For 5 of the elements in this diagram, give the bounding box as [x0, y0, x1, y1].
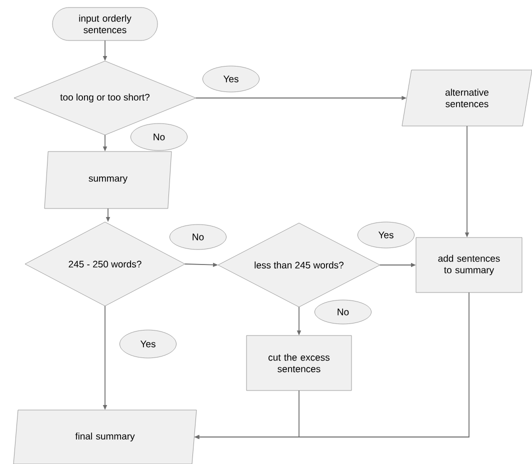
data-parallelogram: final summary — [13, 410, 197, 464]
data-parallelogram: alternative sentences — [402, 70, 532, 126]
start-terminal: input orderly sentences — [52, 7, 158, 41]
process-box: cut the excess sentences — [246, 335, 352, 391]
process-box: add sentences to summary — [416, 237, 522, 293]
